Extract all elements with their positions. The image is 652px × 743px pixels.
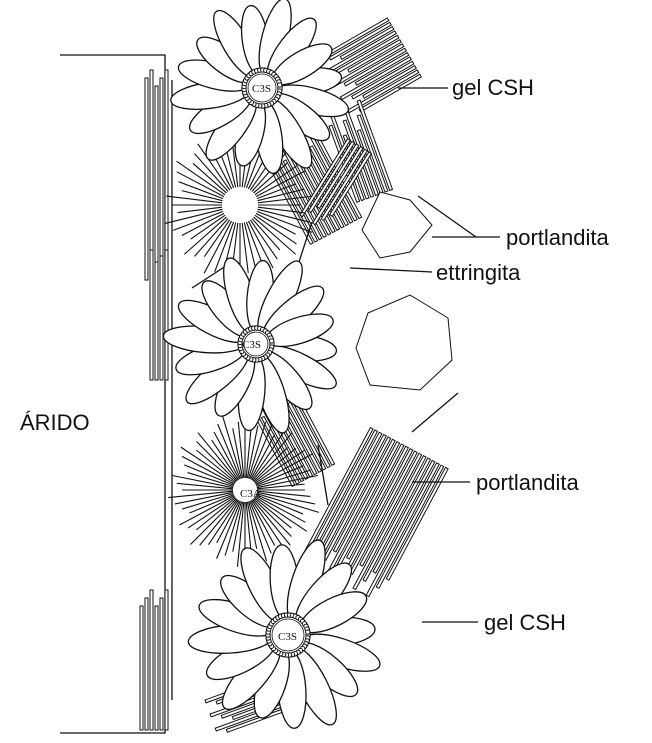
label-portlandita-top: portlandita xyxy=(506,225,610,250)
label-portlandita-middle: portlandita xyxy=(476,470,580,495)
c3s-grain-label-bottom: C3S xyxy=(278,631,297,643)
c3s-grain-label-top: C3S xyxy=(252,83,271,95)
c3s-grain-label-middle: C3S xyxy=(242,339,261,351)
portlandite-hexagon-large xyxy=(356,295,452,390)
label-gel-csh-top: gel CSH xyxy=(452,75,534,100)
label-ettringita: ettringita xyxy=(436,260,521,285)
portlandite-hexagon-small xyxy=(362,192,432,258)
label-gel-csh-bottom: gel CSH xyxy=(484,610,566,635)
aggregate-label: ÁRIDO xyxy=(20,410,90,435)
c3a-grain-label: C3A xyxy=(240,488,261,500)
portlandite-hexagon-crystals xyxy=(356,192,452,390)
leader-ettringita xyxy=(350,268,432,272)
